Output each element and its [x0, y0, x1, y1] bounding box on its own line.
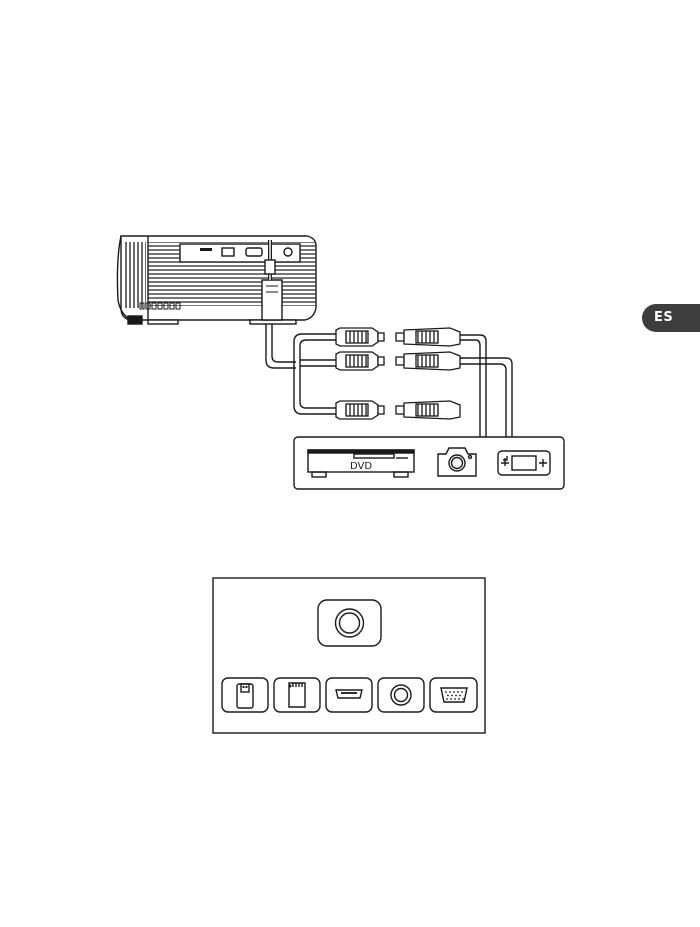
- device-panel: DVD: [294, 437, 564, 489]
- rca-plug-icon: [396, 328, 460, 419]
- sd-card-port-icon: [274, 678, 320, 712]
- av-port-icon: [318, 600, 381, 646]
- hdmi-port-icon: [326, 678, 372, 712]
- av-port-icon: [378, 678, 424, 712]
- usb-port-icon: [222, 678, 268, 712]
- rca-plug-icon: [336, 328, 384, 419]
- game-console-icon: [498, 451, 550, 475]
- port-panel: [213, 578, 485, 733]
- vga-port-icon: [430, 678, 477, 712]
- device-cable: [460, 335, 512, 440]
- projector-icon: [117, 236, 316, 324]
- dvd-label: DVD: [350, 461, 372, 472]
